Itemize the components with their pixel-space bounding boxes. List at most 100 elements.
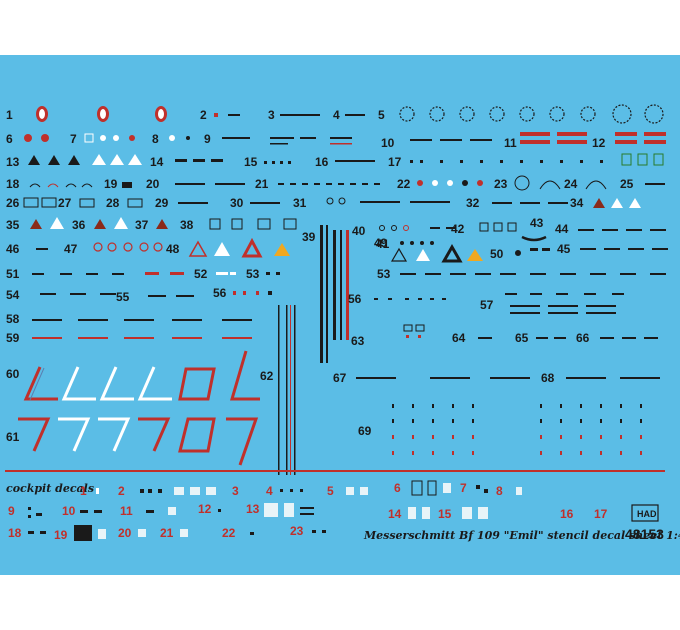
- label-53b: 53: [377, 267, 391, 281]
- label-4: 4: [333, 108, 340, 122]
- label-58: 58: [6, 312, 20, 326]
- label-24: 24: [564, 177, 578, 191]
- instrument-panel-decal: [74, 525, 92, 541]
- label-2: 2: [200, 108, 207, 122]
- decal-sheet-artwork: 1 2 3 4 5 6 7 8 9 10 11 12 13 14 15 16 1…: [5, 104, 680, 542]
- label-23: 23: [494, 177, 508, 191]
- label-52: 52: [194, 267, 208, 281]
- label-49: 49: [374, 236, 388, 250]
- label-20: 20: [146, 177, 160, 191]
- label-42: 42: [451, 222, 465, 236]
- label-68: 68: [541, 371, 555, 385]
- cockpit-label-5: 5: [327, 484, 334, 498]
- label-54: 54: [6, 288, 20, 302]
- cockpit-label-19: 19: [54, 528, 68, 542]
- roundel-decal: [36, 106, 167, 122]
- label-14: 14: [150, 155, 164, 169]
- label-30: 30: [230, 196, 244, 210]
- cockpit-decals-label: cockpit decals: [6, 482, 94, 495]
- had-logo: HAD: [631, 504, 659, 522]
- label-19: 19: [104, 177, 118, 191]
- cockpit-label-21: 21: [160, 526, 174, 540]
- label-27: 27: [58, 196, 72, 210]
- label-12: 12: [592, 136, 606, 150]
- cockpit-label-9: 9: [8, 504, 15, 518]
- label-60: 60: [6, 367, 20, 381]
- label-25: 25: [620, 177, 634, 191]
- label-53: 53: [246, 267, 260, 281]
- label-18: 18: [6, 177, 20, 191]
- label-50: 50: [490, 247, 504, 261]
- label-69: 69: [358, 424, 372, 438]
- vertical-thin-stripes: [278, 305, 296, 475]
- cockpit-label-15: 15: [438, 507, 452, 521]
- label-35: 35: [6, 218, 20, 232]
- label-29: 29: [155, 196, 169, 210]
- label-16: 16: [315, 155, 329, 169]
- cockpit-label-17: 17: [594, 507, 608, 521]
- label-56: 56: [213, 286, 227, 300]
- cockpit-label-6: 6: [394, 481, 401, 495]
- cockpit-label-12: 12: [198, 502, 212, 516]
- label-38: 38: [180, 218, 194, 232]
- label-9: 9: [204, 132, 211, 146]
- label-41: 41: [376, 237, 390, 251]
- label-57: 57: [480, 298, 494, 312]
- cockpit-label-16: 16: [560, 507, 574, 521]
- label-32: 32: [466, 196, 480, 210]
- label-31: 31: [293, 196, 307, 210]
- label-64: 64: [452, 331, 466, 345]
- label-21: 21: [255, 177, 269, 191]
- label-8: 8: [152, 132, 159, 146]
- label-43: 43: [530, 216, 544, 230]
- label-40: 40: [352, 224, 366, 238]
- label-67: 67: [333, 371, 347, 385]
- label-65: 65: [515, 331, 529, 345]
- label-46: 46: [6, 242, 20, 256]
- cockpit-label-20: 20: [118, 526, 132, 540]
- label-1: 1: [6, 108, 13, 122]
- label-13: 13: [6, 155, 20, 169]
- label-5: 5: [378, 108, 385, 122]
- cockpit-label-22: 22: [222, 526, 236, 540]
- red-stripe-decals: [520, 132, 587, 144]
- cockpit-label-18: 18: [8, 526, 22, 540]
- label-56b: 56: [348, 292, 362, 306]
- label-22: 22: [397, 177, 411, 191]
- decal-sheet: 1 2 3 4 5 6 7 8 9 10 11 12 13 14 15 16 1…: [0, 55, 680, 575]
- label-26: 26: [6, 196, 20, 210]
- label-17: 17: [388, 155, 402, 169]
- label-51: 51: [6, 267, 20, 281]
- cockpit-label-1: 1: [80, 484, 87, 498]
- label-15: 15: [244, 155, 258, 169]
- cockpit-label-11: 11: [120, 504, 133, 518]
- label-34: 34: [570, 196, 584, 210]
- label-62: 62: [260, 369, 274, 383]
- label-47: 47: [64, 242, 78, 256]
- cockpit-label-10: 10: [62, 504, 76, 518]
- cockpit-label-4: 4: [266, 484, 273, 498]
- label-3: 3: [268, 108, 275, 122]
- label-6: 6: [6, 132, 13, 146]
- cockpit-label-7: 7: [460, 481, 467, 495]
- label-55: 55: [116, 290, 130, 304]
- vertical-stripe-decals: [320, 225, 349, 363]
- label-45: 45: [557, 242, 571, 256]
- cockpit-label-23: 23: [290, 524, 304, 538]
- cockpit-label-8: 8: [496, 484, 503, 498]
- cockpit-section-divider: [5, 470, 665, 472]
- circular-gauge-decals: [399, 104, 664, 124]
- number-stencil-grid: [392, 404, 642, 455]
- cockpit-label-2: 2: [118, 484, 125, 498]
- label-63: 63: [351, 334, 365, 348]
- label-59: 59: [6, 331, 20, 345]
- sheet-title: Messerschmitt Bf 109 "Emil" stencil deca…: [363, 529, 680, 542]
- label-11: 11: [504, 136, 517, 150]
- cockpit-label-13: 13: [246, 502, 260, 516]
- label-7: 7: [70, 132, 77, 146]
- label-66: 66: [576, 331, 590, 345]
- label-61: 61: [6, 430, 20, 444]
- sheet-code: 48153: [625, 526, 664, 542]
- label-37: 37: [135, 218, 149, 232]
- angle-marking-decals: [18, 350, 260, 466]
